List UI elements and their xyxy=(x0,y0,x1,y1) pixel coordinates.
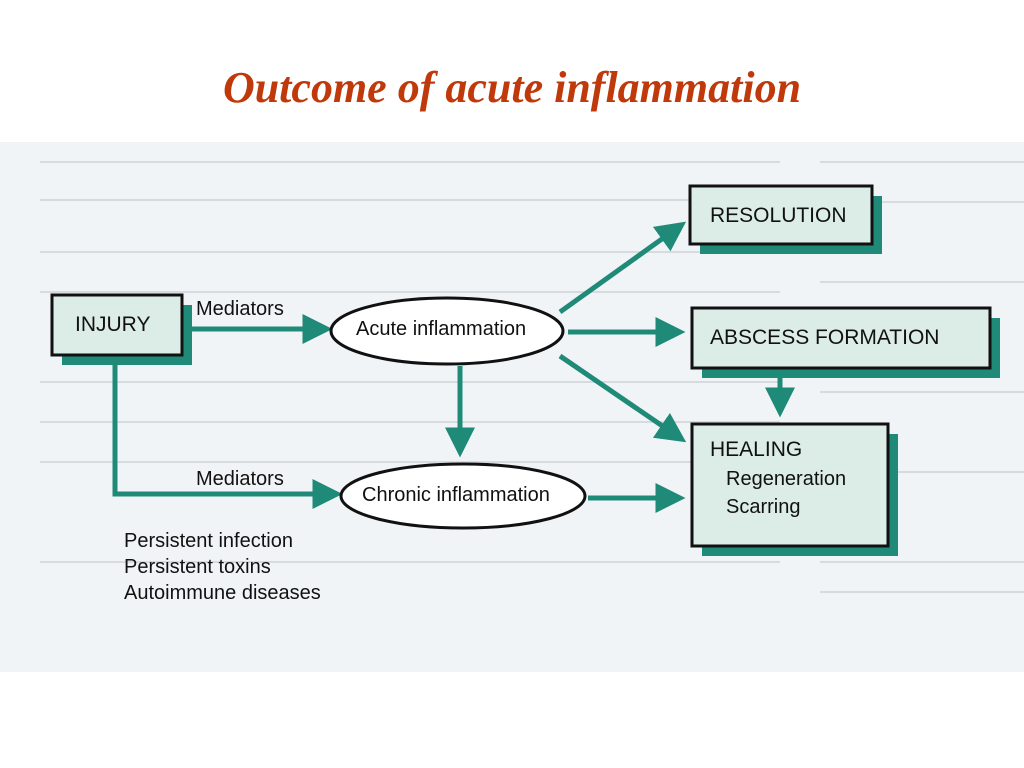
resolution-box xyxy=(688,184,874,246)
abscess-label: ABSCESS FORMATION xyxy=(710,326,940,349)
cause-item-autoimmune: Autoimmune diseases xyxy=(124,582,321,604)
arrow-injury-to-chronic xyxy=(112,347,343,509)
background-texture xyxy=(40,161,1024,593)
healing-box xyxy=(690,422,890,548)
arrow-acute-to-resolution xyxy=(558,221,687,315)
chronic-inflammation-label: Chronic inflammation xyxy=(362,484,550,506)
acute-inflammation-ellipse xyxy=(329,296,565,366)
injury-box xyxy=(50,293,184,357)
diagram-graphics xyxy=(0,142,1024,672)
chronic-inflammation-ellipse xyxy=(339,462,587,530)
cause-item-infection: Persistent infection xyxy=(124,530,293,552)
regeneration-label: Regeneration xyxy=(726,468,847,490)
flow-diagram: INJURY Mediators Acute inflammation Medi… xyxy=(0,142,1024,672)
mediators-top-label: Mediators xyxy=(196,298,284,320)
resolution-label: RESOLUTION xyxy=(710,204,847,227)
mediators-bottom-label: Mediators xyxy=(196,468,284,490)
arrow-acute-to-healing xyxy=(558,353,687,443)
abscess-box xyxy=(690,306,992,370)
page-title: Outcome of acute inflammation xyxy=(222,63,802,112)
injury-label: INJURY xyxy=(75,313,151,336)
acute-inflammation-label: Acute inflammation xyxy=(356,318,527,340)
cause-item-toxins: Persistent toxins xyxy=(124,556,271,578)
healing-label: HEALING xyxy=(710,438,803,461)
scarring-label: Scarring xyxy=(726,496,801,518)
